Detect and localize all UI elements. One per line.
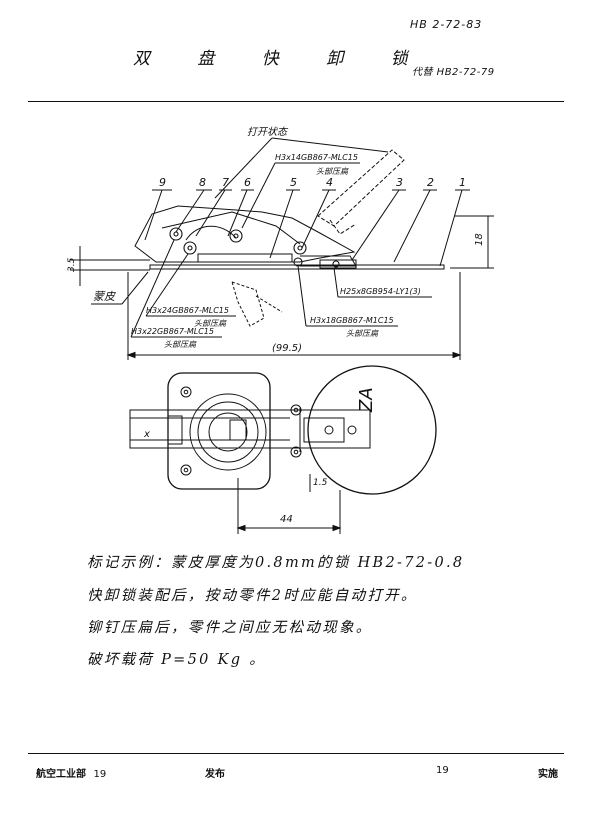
dim-plan-width: 44 — [280, 514, 293, 525]
part-no-8: 8 — [199, 176, 206, 189]
part-no-5: 5 — [290, 176, 297, 189]
dim-height: 18 — [474, 233, 485, 246]
state-label: 打开状态 — [247, 126, 289, 138]
footer-issued: 发布 — [205, 769, 225, 780]
callout-screw-right: H25x8GB954-LY1(3) — [340, 287, 421, 296]
part-number-labels: 9 8 7 6 5 4 3 2 1 — [159, 176, 466, 189]
part-no-4: 4 — [326, 176, 333, 189]
dim-length: (99.5) — [272, 343, 302, 354]
dim-thickness: 1.5 — [313, 478, 328, 488]
part-no-3: 3 — [396, 176, 403, 189]
skin-label: 蒙皮 — [93, 290, 117, 303]
note-failure-load: 破坏载荷 P=50 Kg 。 — [87, 652, 266, 668]
callout-rivet-left-a-note: 头部压扁 — [194, 319, 227, 328]
callout-rivet-right: H3x18GB867-M1C15 — [310, 316, 394, 325]
note-marking-example: 标记示例：蒙皮厚度为0.8mm的锁 HB2-72-0.8 — [87, 555, 465, 571]
header-rule — [28, 101, 564, 102]
technical-drawing: 打开状态 H3x14GB867-MLC15 头部压扁 9 8 7 6 5 4 3… — [67, 126, 494, 534]
footer-left-page: 19 — [93, 769, 107, 780]
document-title: 双 盘 快 卸 锁 — [133, 49, 429, 69]
part-no-2: 2 — [427, 176, 434, 189]
footer-rule — [28, 753, 564, 754]
part-no-1: 1 — [459, 176, 466, 189]
replaces-standard: 代替 HB2-72-79 — [412, 67, 495, 78]
footer-org-name: 航空工业部 — [36, 769, 86, 780]
part-leaders — [144, 189, 470, 267]
part-no-7: 7 — [222, 176, 229, 189]
footer-implemented: 实施 — [538, 769, 558, 780]
footer-right-page: 19 — [436, 765, 449, 776]
note-riveting: 铆钉压扁后，零件之间应无松动现象。 — [87, 620, 373, 636]
svg-text:x: x — [143, 429, 150, 440]
callout-rivet-left-b-note: 头部压扁 — [164, 340, 197, 349]
callout-rivet-top: H3x14GB867-MLC15 — [275, 153, 358, 162]
svg-text:ZA: ZA — [356, 387, 377, 413]
part-no-6: 6 — [244, 176, 251, 189]
part-no-9: 9 — [159, 176, 166, 189]
callout-rivet-top-note: 头部压扁 — [316, 167, 349, 176]
standard-number: HB 2-72-83 — [410, 18, 483, 31]
callout-rivet-left-a: H3x24GB867-MLC15 — [146, 306, 229, 315]
callout-rivet-right-note: 头部压扁 — [346, 329, 379, 338]
note-assembly: 快卸锁装配后，按动零件2时应能自动打开。 — [87, 588, 418, 604]
callout-rivet-left-b: H3x22GB867-MLC15 — [131, 327, 214, 336]
dim-offset: 3.5 — [67, 257, 77, 272]
footer-org: 航空工业部 19 — [36, 765, 106, 780]
rivet-circles — [169, 227, 340, 268]
